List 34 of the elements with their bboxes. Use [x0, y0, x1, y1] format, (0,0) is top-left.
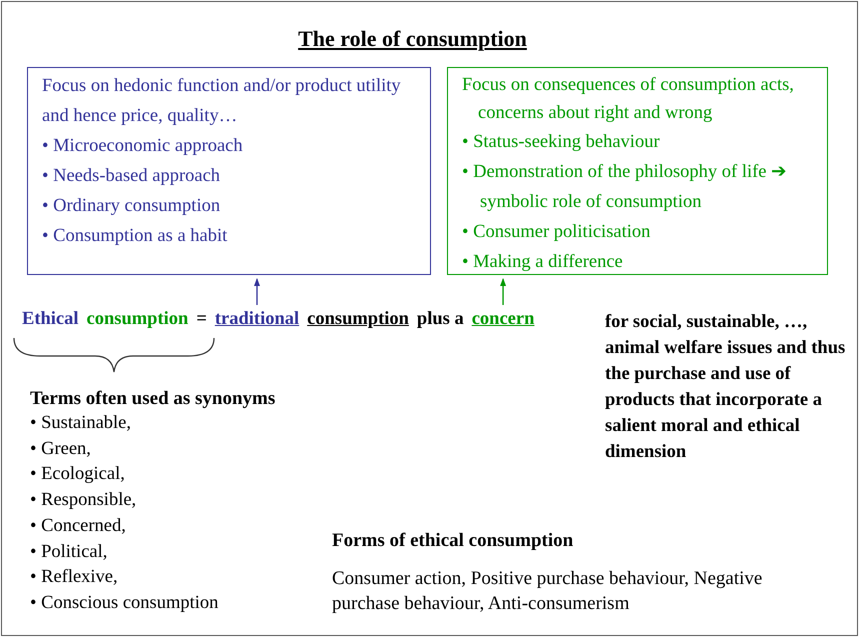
section-heading: Forms of ethical consumption [332, 530, 574, 552]
list-item: • Political, [30, 540, 108, 564]
list-item: • Responsible, [30, 489, 138, 512]
list-item: • Ecological, [30, 463, 126, 486]
arrow [500, 278, 506, 305]
list-item: • Green, [30, 438, 92, 461]
bullet-item: • Ordinary consumption [42, 195, 222, 218]
bullet-item: • Demonstration of the philosophy of life ➔ symbolic role of consumption [462, 161, 788, 214]
definition-text: for social, sustainable, …, animal welfare issues and thus the purchase and use of products that incorporate a salient moral and ethical dimension [605, 311, 846, 464]
equation-word: consumption [86, 309, 188, 330]
list-item: • Reflexive, [30, 566, 119, 590]
bullet-item: • Needs-based approach [42, 165, 222, 188]
list-item: • Concerned, [30, 514, 127, 538]
slide-title: The role of consumption [297, 26, 528, 52]
bullet-item: • Microeconomic approach [42, 135, 244, 158]
box-heading: Focus on consequences of consumption acts, concerns about right and wrong [462, 74, 795, 125]
bullet-item: • Status-seeking behaviour [462, 131, 661, 154]
text-box [27, 67, 431, 275]
body-text: Consumer action, Positive purchase behaviour, Negative purchase behaviour, Anti-consumerism [332, 567, 764, 616]
bullet-item: • Consumer politicisation [462, 221, 652, 244]
list-item: • Conscious consumption [30, 592, 218, 615]
equation-word: Ethical [22, 309, 79, 330]
equation-word: plus a [416, 309, 464, 330]
list-item: • Sustainable, [30, 412, 132, 435]
arrow [254, 278, 260, 305]
bullet-item: • Consumption as a habit [42, 225, 228, 248]
bullet-item: • Making a difference [462, 251, 624, 274]
list-heading: Terms often used as synonyms [30, 388, 276, 410]
underlined-word: concern [472, 309, 534, 330]
box-heading: Focus on hedonic function and/or product utility and hence price, quality… [42, 75, 402, 128]
underlined-word: traditional [214, 309, 300, 330]
text-box [447, 67, 828, 275]
equals-sign: = [196, 309, 207, 330]
equation-word: consumption [307, 309, 409, 330]
